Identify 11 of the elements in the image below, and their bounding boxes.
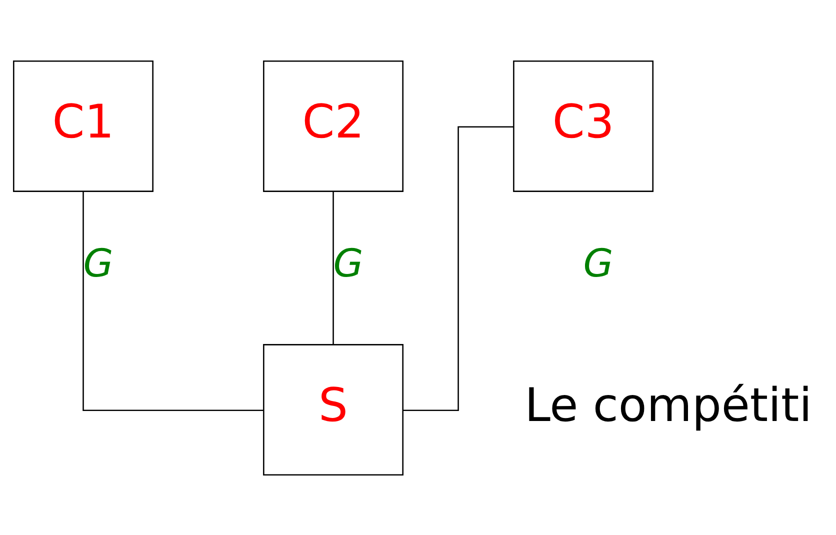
edge-label: G	[83, 240, 114, 286]
connector	[403, 126, 514, 411]
connector	[332, 191, 334, 344]
connector	[82, 190, 264, 411]
node-box: C1	[13, 60, 154, 192]
node-box: S	[263, 344, 404, 475]
edge-label: G	[333, 240, 364, 286]
node-box: C3	[513, 60, 654, 192]
node-box: C2	[263, 60, 404, 192]
edge-label: G	[583, 240, 614, 286]
label: Le compétiti	[524, 378, 812, 432]
